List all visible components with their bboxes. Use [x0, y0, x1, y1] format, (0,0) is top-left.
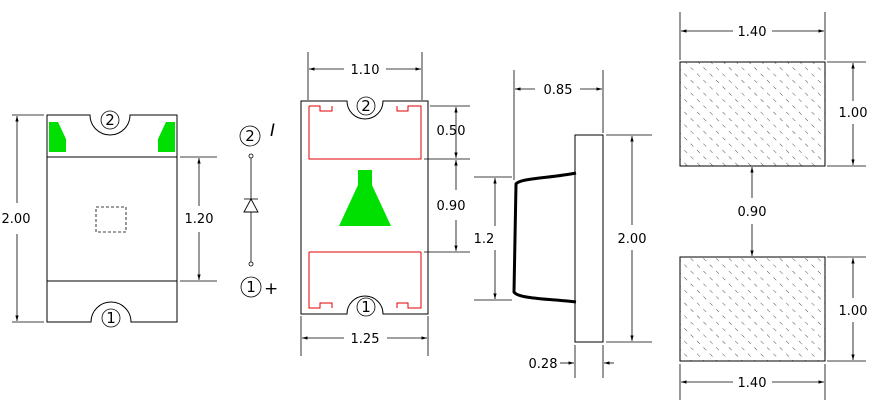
- dim-top-height: 1.00: [839, 106, 868, 121]
- dim-top-width: 1.10: [351, 63, 380, 78]
- dim-bottom-width: 1.25: [351, 332, 380, 347]
- pin-2-circle: [100, 110, 120, 130]
- schematic-pin-1-label: 1: [246, 278, 256, 296]
- dim-depth: 0.85: [544, 83, 573, 98]
- side-view-body: [574, 134, 604, 343]
- dim-bottom-width: 1.40: [738, 376, 767, 391]
- bottom-view-body: [300, 100, 429, 315]
- footprint-pad-bottom: [679, 256, 826, 362]
- schematic-pin-2-label: 2: [245, 127, 255, 145]
- polarity-marker-left: [49, 122, 66, 152]
- dim-height: 2.00: [2, 212, 31, 227]
- dim-thickness: 0.28: [529, 357, 558, 372]
- schematic-pin-2-sign: I: [270, 121, 275, 141]
- bottom-pin-1-label: 1: [361, 298, 371, 316]
- pin-2-label: 2: [105, 111, 115, 129]
- pad-outline-bottom: [308, 251, 422, 309]
- pin-1-label: 1: [106, 309, 116, 327]
- side-view-lead: [512, 171, 577, 304]
- dim-gap: 0.90: [437, 199, 466, 214]
- dim-pad-height: 0.50: [437, 124, 466, 139]
- diode-icon: [243, 198, 259, 213]
- pin-1-circle: [101, 308, 121, 328]
- dim-height: 2.00: [618, 232, 647, 247]
- schematic: 2 I 1 +: [239, 121, 278, 299]
- schematic-pin-1-sign: +: [264, 279, 278, 299]
- dim-bottom-height: 1.00: [839, 304, 868, 319]
- pin-2-circle: [239, 125, 261, 147]
- terminal-dot: [248, 153, 254, 159]
- pad-outline-top: [308, 105, 422, 160]
- pin-1-circle: [356, 297, 376, 317]
- dim-gap: 0.90: [738, 205, 767, 220]
- dim-lead-height: 1.2: [474, 232, 495, 247]
- terminal-dot: [248, 261, 254, 267]
- chip-outline: [95, 206, 127, 233]
- dim-top-width: 1.40: [738, 25, 767, 40]
- pin-2-circle: [356, 96, 376, 116]
- polarity-arrow: [339, 170, 391, 226]
- dim-inner-height: 1.20: [185, 212, 214, 227]
- footprint-view: 1.40 1.00 0.90 1.00 1.40: [679, 12, 868, 400]
- bottom-pin-2-label: 2: [361, 97, 371, 115]
- pin-1-circle: [240, 276, 262, 298]
- side-view: 0.85 1.2 2.00 0.28: [474, 70, 652, 378]
- top-view: 2 1 2.00 1.20: [2, 110, 217, 328]
- bottom-view: 2 1 1.10 0.50 0.90 1.25: [300, 52, 470, 356]
- footprint-pad-top: [679, 61, 826, 167]
- polarity-marker-right: [158, 122, 175, 152]
- top-view-body: [46, 114, 178, 323]
